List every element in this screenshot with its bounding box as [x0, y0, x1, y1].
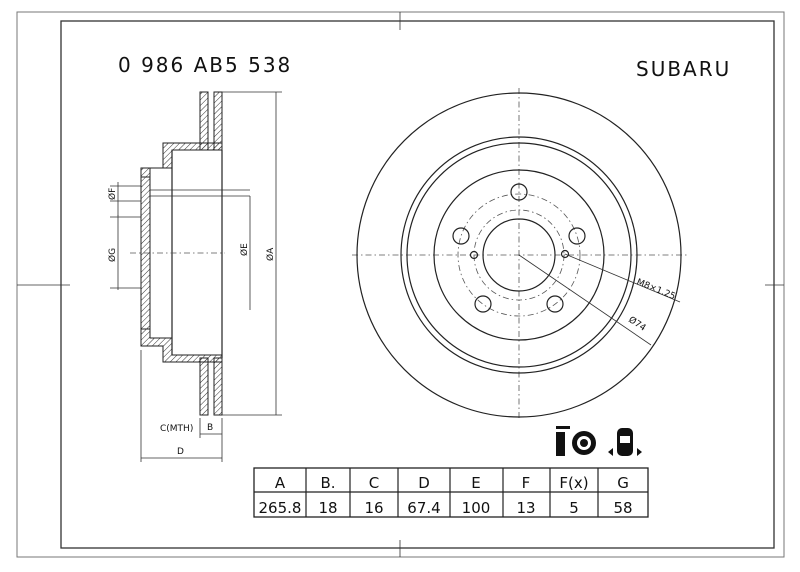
dimension-table: A B. C D E F F(x) G 265.8 18 16 67.4 100…: [253, 467, 649, 518]
bolt-holes: [452, 183, 586, 313]
thread-label: M8×1.25: [635, 278, 677, 303]
label-e: ØE: [239, 243, 250, 256]
inner-frame: [60, 20, 775, 549]
brake-disc-icon: [556, 426, 596, 456]
value-d: 67.4: [407, 499, 440, 517]
header-a: A: [275, 474, 286, 492]
value-f: 13: [516, 499, 535, 517]
header-c: C: [369, 474, 379, 492]
value-e: 100: [462, 499, 491, 517]
car-rear-axle-icon: [608, 428, 642, 456]
label-c-mth: C(MTH): [160, 424, 193, 434]
label-a: ØA: [265, 247, 276, 261]
part-number: 0 986 AB5 538: [118, 53, 292, 77]
label-b: B: [207, 423, 213, 433]
value-fx: 5: [569, 499, 579, 517]
label-f: ØF: [107, 188, 118, 200]
outer-frame: [16, 11, 785, 558]
front-disc-view: M8×1.25 Ø74: [352, 88, 688, 420]
header-e: E: [471, 474, 480, 492]
label-g: ØG: [107, 248, 118, 262]
header-f: F: [522, 474, 531, 492]
value-g: 58: [613, 499, 632, 517]
header-b: B.: [320, 474, 335, 492]
value-a: 265.8: [259, 499, 302, 517]
header-g: G: [617, 474, 629, 492]
brand-name: SUBARU: [636, 57, 731, 81]
value-c: 16: [364, 499, 383, 517]
frame-ticks: [17, 12, 784, 557]
value-b: 18: [318, 499, 337, 517]
header-d: D: [418, 474, 430, 492]
header-fx: F(x): [559, 474, 588, 492]
side-section-view: ØF ØG ØE ØA C(MTH) B D: [107, 91, 282, 462]
label-d: D: [177, 447, 184, 457]
